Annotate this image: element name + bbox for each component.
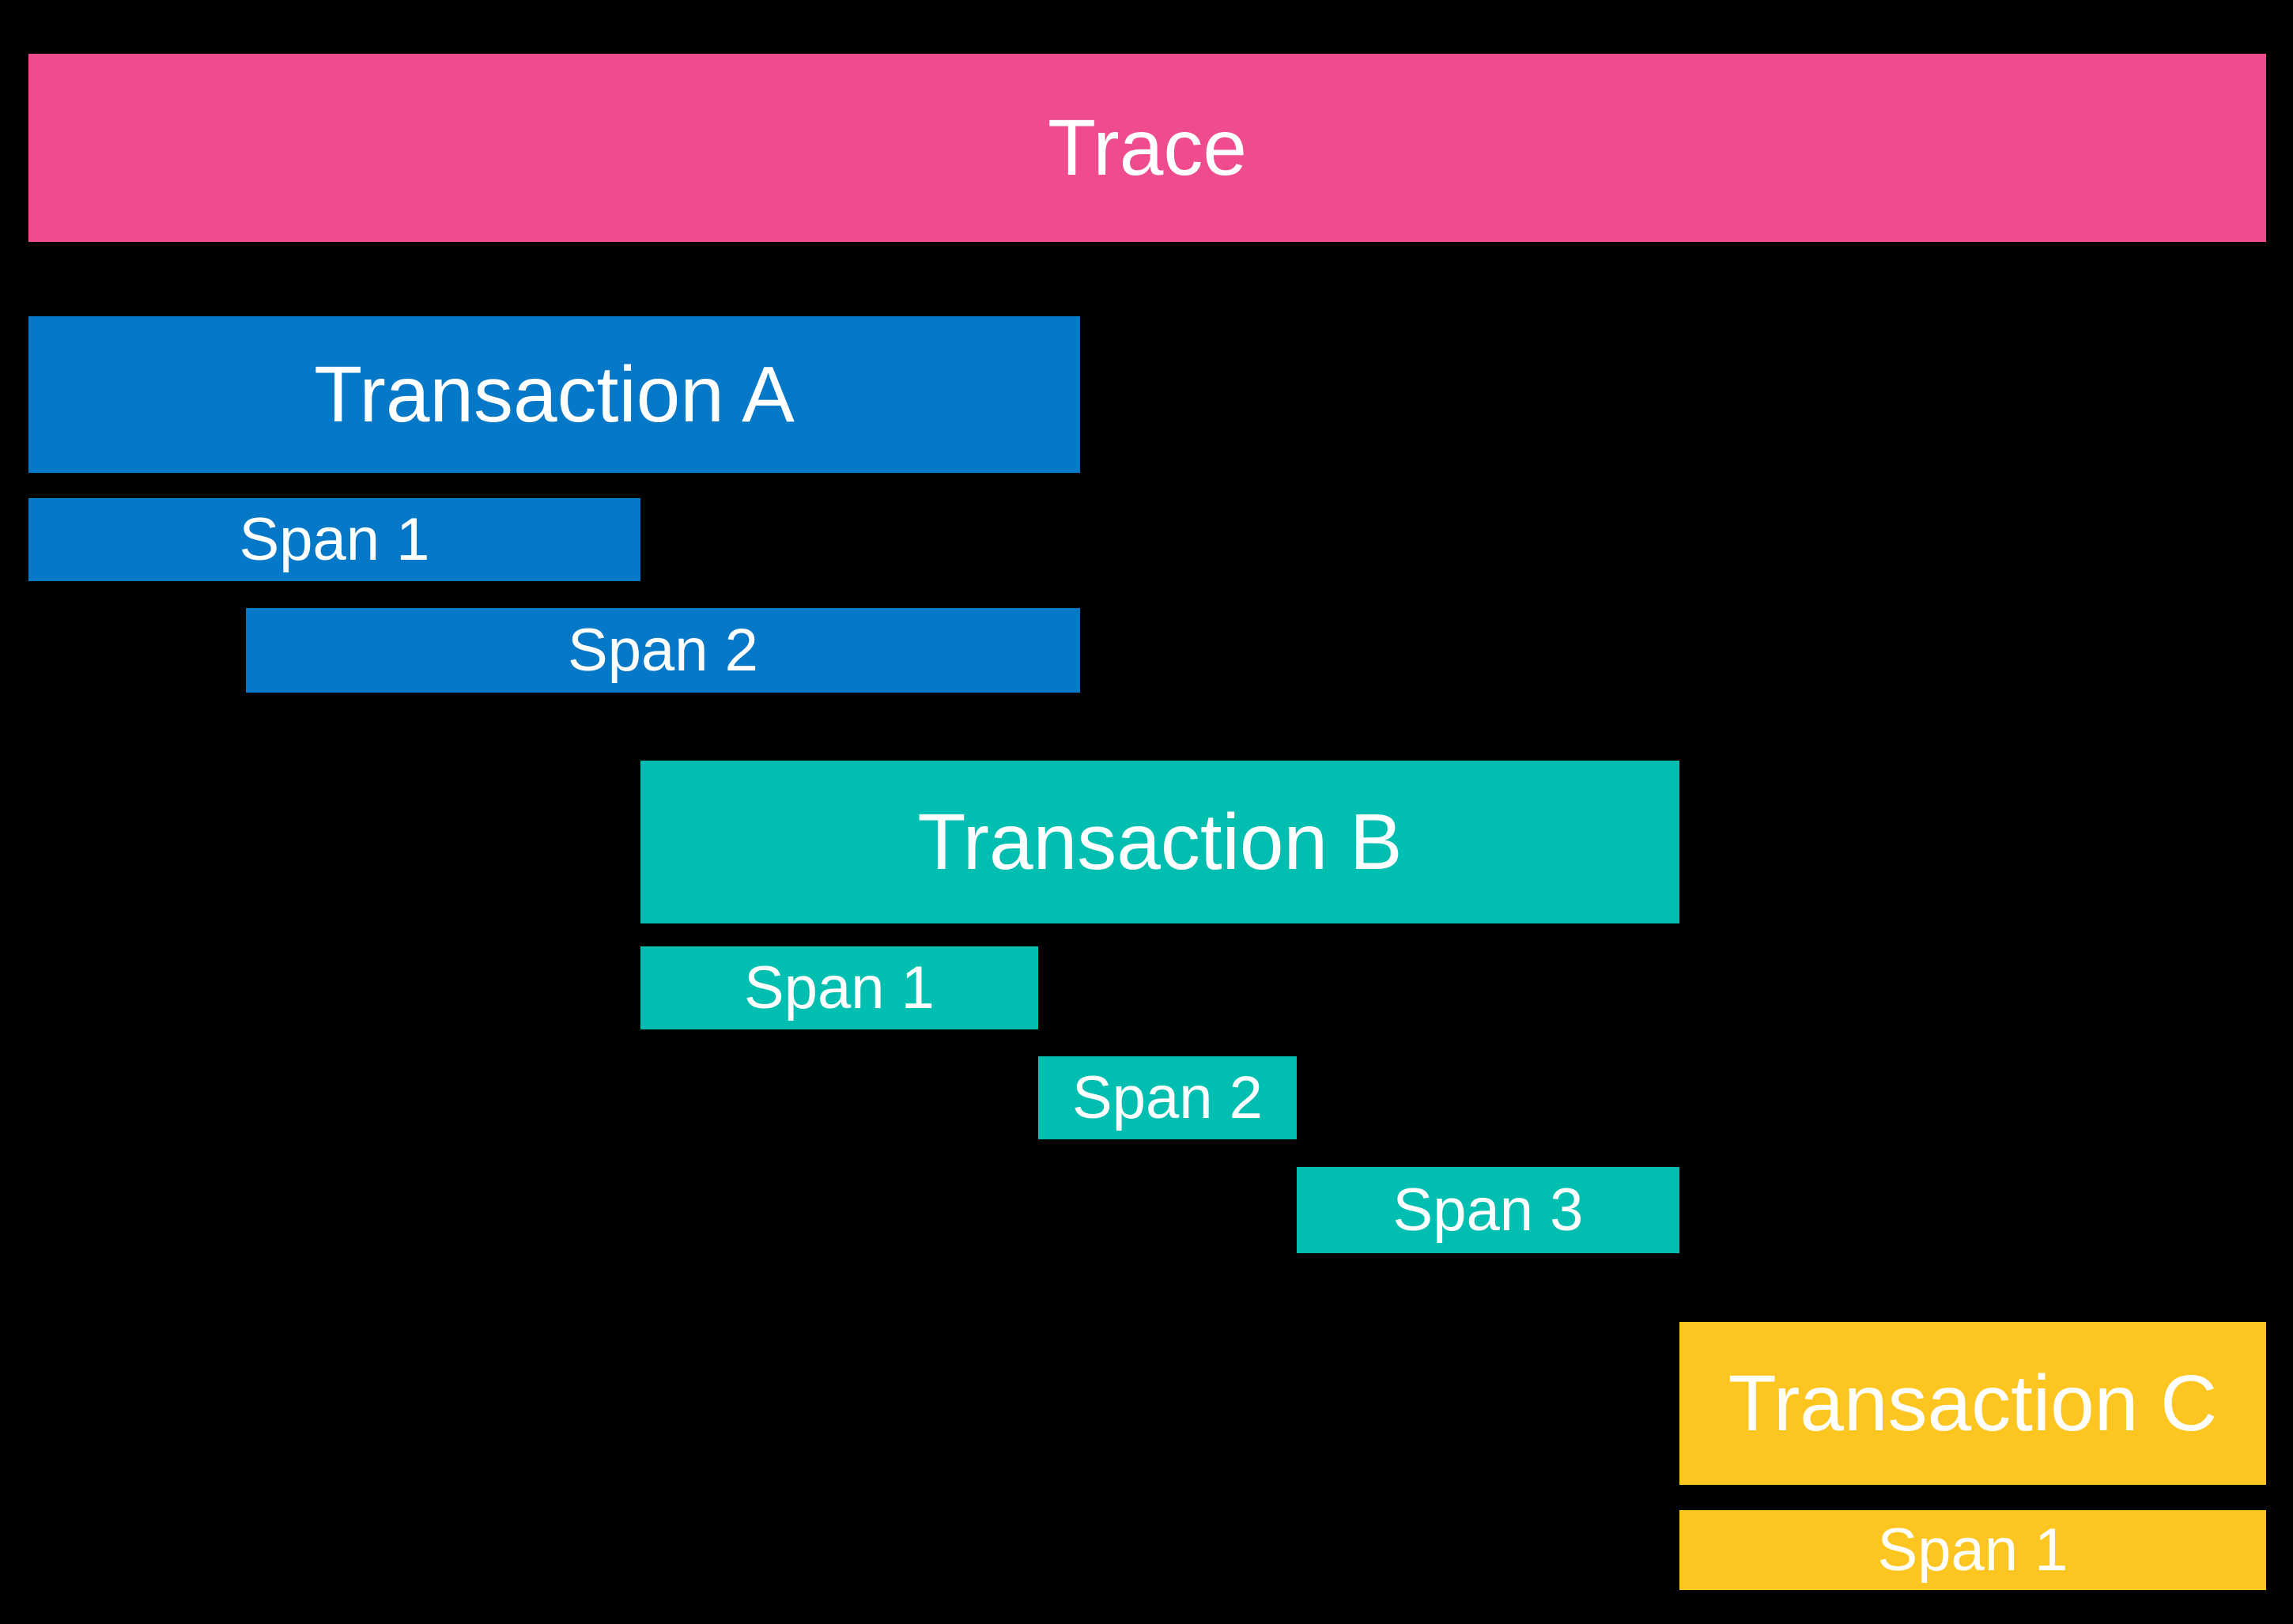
transaction-a-bar: Transaction A bbox=[28, 316, 1080, 473]
transaction-a-label: Transaction A bbox=[314, 350, 795, 439]
transaction-a-span-1-label: Span 1 bbox=[239, 505, 430, 573]
transaction-b-bar: Transaction B bbox=[640, 761, 1679, 923]
transaction-c-span-1-bar: Span 1 bbox=[1679, 1510, 2266, 1590]
transaction-a-span-2-bar: Span 2 bbox=[246, 608, 1080, 693]
trace-label: Trace bbox=[1048, 104, 1247, 192]
transaction-b-label: Transaction B bbox=[917, 798, 1403, 886]
transaction-c-bar: Transaction C bbox=[1679, 1322, 2266, 1485]
transaction-b-span-1-label: Span 1 bbox=[744, 954, 935, 1022]
transaction-b-span-3-bar: Span 3 bbox=[1297, 1167, 1679, 1253]
transaction-a-span-2-label: Span 2 bbox=[568, 616, 758, 684]
trace-bar: Trace bbox=[28, 54, 2266, 242]
transaction-b-span-2-bar: Span 2 bbox=[1038, 1056, 1297, 1139]
transaction-b-span-2-label: Span 2 bbox=[1072, 1063, 1263, 1131]
transaction-c-span-1-label: Span 1 bbox=[1877, 1516, 2068, 1584]
transaction-b-span-3-label: Span 3 bbox=[1392, 1176, 1584, 1244]
transaction-a-span-1-bar: Span 1 bbox=[28, 498, 640, 581]
transaction-b-span-1-bar: Span 1 bbox=[640, 946, 1038, 1029]
transaction-c-label: Transaction C bbox=[1728, 1359, 2218, 1448]
